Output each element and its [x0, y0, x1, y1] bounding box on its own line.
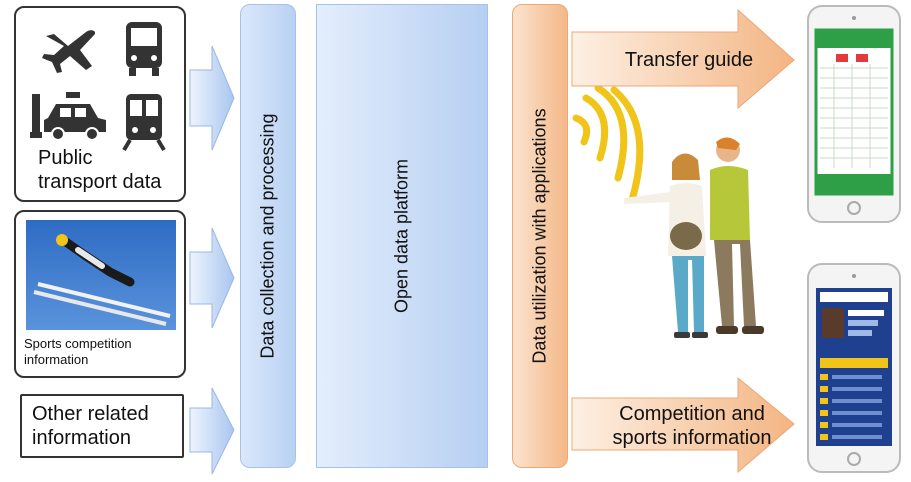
data-collection-label: Data collection and processing	[257, 113, 278, 359]
sports-competition-label: Sports competition information	[24, 336, 132, 367]
public-transport-label: Public transport data	[38, 147, 162, 193]
open-data-platform-label: Open data platform	[391, 158, 412, 314]
taxi-icon	[30, 92, 106, 141]
train-icon	[122, 94, 166, 152]
output-arrow-transfer	[571, 8, 795, 110]
ski-jumper-photo	[26, 220, 176, 330]
bus-icon	[126, 22, 162, 76]
other-information-label: Other related information	[32, 403, 149, 449]
input-arrow-sports	[189, 227, 235, 329]
data-collection-column: Data collection and processing	[240, 4, 296, 468]
data-utilization-label: Data utilization with applications	[529, 108, 550, 364]
other-information-box: Other related information	[20, 394, 184, 458]
data-utilization-column: Data utilization with applications	[512, 4, 568, 468]
people-illustration	[624, 137, 764, 338]
smartphone-transfer-guide	[807, 5, 901, 223]
transfer-guide-label: Transfer guide	[624, 49, 754, 71]
public-transport-box: Public transport data	[14, 6, 186, 202]
input-arrow-other	[189, 387, 235, 475]
competition-info-label: Competition and sports information	[612, 403, 772, 449]
output-arrow-competition	[571, 376, 795, 474]
sports-competition-box: Sports competition information	[14, 210, 186, 378]
open-data-platform-column: Open data platform	[316, 4, 488, 468]
input-arrow-transport	[189, 45, 235, 151]
signal-waves-icon	[572, 84, 644, 204]
airplane-icon	[42, 30, 96, 73]
smartphone-sports-info	[807, 263, 901, 473]
